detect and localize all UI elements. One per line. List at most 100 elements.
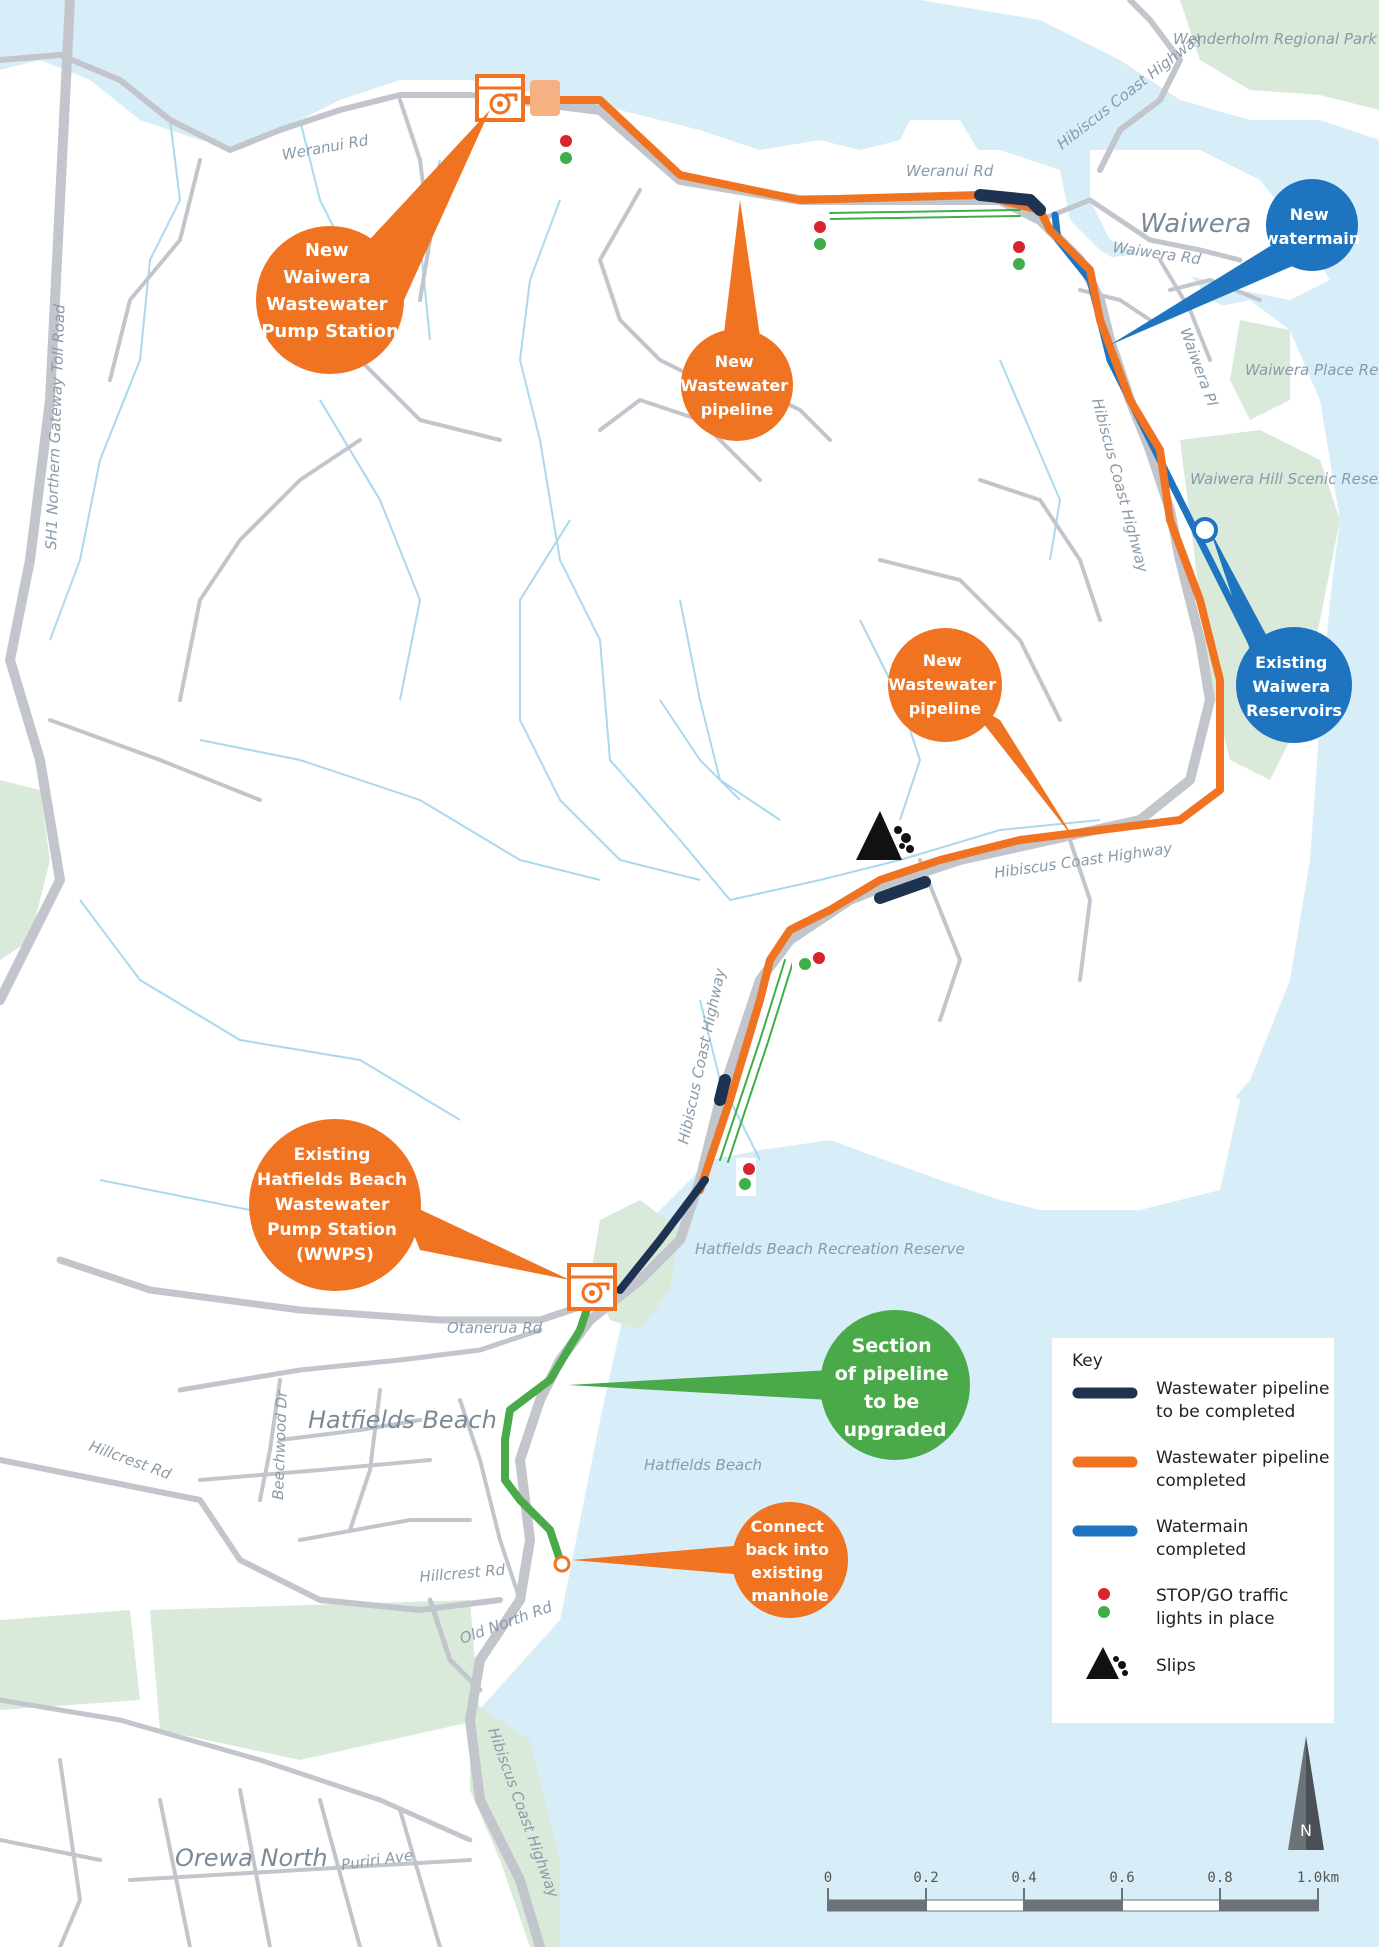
callout-pipeline1-line-2: Wastewater xyxy=(680,376,788,395)
callout-manhole-line-3: existing xyxy=(751,1563,823,1582)
callout-pipeline1-line-3: pipeline xyxy=(701,400,774,419)
label-wenderholm-text: Wenderholm Regional Park xyxy=(1173,30,1378,48)
key-traffic-line-2: lights in place xyxy=(1156,1609,1275,1629)
traffic-light-2 xyxy=(810,216,830,254)
callout-manhole-line-1: Connect xyxy=(750,1517,824,1536)
key-swatch-slips xyxy=(1086,1647,1128,1679)
traffic-light-3 xyxy=(1009,236,1029,274)
svg-text:New watermain: New watermain xyxy=(1264,205,1360,248)
scale-tick-0: 0 xyxy=(824,1870,832,1886)
callout-existing-wwps: Existing Hatfields Beach Wastewater Pump… xyxy=(249,1119,570,1291)
key-traffic-line-1: STOP/GO traffic xyxy=(1156,1586,1288,1606)
label-waiwera: Waiwera xyxy=(1140,209,1251,239)
callout-upgrade-line-1: Section xyxy=(852,1335,932,1357)
traffic-light-5 xyxy=(736,1158,756,1196)
svg-text:Wastewater pipeline to b: Wastewater pipeline to be completed xyxy=(1156,1379,1335,1422)
callout-reservoirs-line-1: Existing xyxy=(1255,653,1327,672)
label-wenderholm: Wenderholm Regional Park xyxy=(1173,30,1378,48)
svg-text:Wastewater pipeline comp: Wastewater pipeline completed xyxy=(1156,1448,1335,1491)
north-arrow-label: N xyxy=(1300,1821,1312,1840)
callout-pipeline2-line-3: pipeline xyxy=(909,699,982,718)
callout-manhole-line-4: manhole xyxy=(751,1586,829,1605)
svg-text:New Wastewater pip: New Wastewater pipeline xyxy=(888,651,1001,718)
callout-wwps-line-4: Pump Station xyxy=(267,1220,397,1240)
wastewater-pending-segment-1 xyxy=(974,189,1046,216)
pipelines xyxy=(491,96,1274,1564)
wastewater-completed-line xyxy=(491,96,1224,1194)
callout-upgrade-line-4: upgraded xyxy=(843,1419,946,1441)
callout-watermain-line-1: New xyxy=(1290,205,1329,224)
callout-wwps-line-3: Wastewater xyxy=(275,1195,390,1215)
label-hatfields-beach-shore: Hatfields Beach xyxy=(644,1456,762,1474)
callout-pump-line-2: Waiwera xyxy=(283,267,370,288)
road-label-beechwood: Beechwood Dr xyxy=(269,1390,291,1501)
scale-tick-5: 1.0km xyxy=(1297,1870,1339,1886)
svg-text:Watermain completed: Watermain completed xyxy=(1156,1517,1254,1560)
callout-upgrade-line-3: to be xyxy=(864,1391,919,1413)
callout-pipeline2-line-1: New xyxy=(923,651,962,670)
svg-text:Existing Waiwera R: Existing Waiwera Reservoirs xyxy=(1246,653,1342,720)
scale-tick-1: 0.2 xyxy=(913,1870,938,1886)
traffic-light-1 xyxy=(556,130,576,168)
scale-bar: 0 0.2 0.4 0.6 0.8 1.0km xyxy=(824,1870,1339,1912)
traffic-lights xyxy=(556,130,1029,1196)
pump-station-icon-waiwera xyxy=(475,74,560,122)
callout-wwps-line-1: Existing xyxy=(294,1145,371,1165)
key-swatch-traffic xyxy=(1098,1588,1110,1618)
key-slips-label: Slips xyxy=(1156,1656,1196,1676)
label-orewa-north: Orewa North xyxy=(175,1844,328,1872)
key-ww-completed-line-2: completed xyxy=(1156,1471,1246,1491)
key-ww-pending-line-1: Wastewater pipeline xyxy=(1156,1379,1329,1399)
callout-new-pump-station: New Waiwera Wastewater Pump Station xyxy=(256,110,490,374)
svg-text:STOP/GO traffic lights i: STOP/GO traffic lights in place xyxy=(1156,1586,1294,1629)
map-key: Key Wastewater pipeline to be completed … xyxy=(1052,1338,1335,1723)
svg-text:New Wastewater pip: New Wastewater pipeline xyxy=(680,352,793,419)
callout-new-pipeline-2: New Wastewater pipeline xyxy=(888,628,1075,840)
callout-pump-line-1: New xyxy=(305,240,349,261)
callout-pump-line-3: Wastewater xyxy=(266,294,387,315)
key-title: Key xyxy=(1072,1351,1103,1371)
svg-text:Existing Hatfields Beach: Existing Hatfields Beach Wastewater Pump… xyxy=(257,1145,413,1265)
callout-new-pipeline-1: New Wastewater pipeline xyxy=(680,200,793,441)
key-watermain-line-2: completed xyxy=(1156,1540,1246,1560)
callout-connect-manhole: Connect back into existing manhole xyxy=(572,1502,848,1618)
callout-wwps-line-2: Hatfields Beach xyxy=(257,1170,407,1190)
place-labels: Waiwera Hatfields Beach Orewa North Wend… xyxy=(175,30,1379,1872)
callout-wwps-line-5: (WWPS) xyxy=(296,1245,374,1265)
upgrade-line xyxy=(501,1296,594,1564)
svg-text:Connect back into: Connect back into existing manhole xyxy=(745,1517,834,1605)
callout-section-upgrade: Section of pipeline to be upgraded xyxy=(568,1310,970,1460)
svg-text:New Waiwera Wastew: New Waiwera Wastewater Pump Station xyxy=(261,240,399,342)
slip-marker xyxy=(856,811,914,860)
road-label-weranui-2: Weranui Rd xyxy=(906,162,994,180)
label-waiwera-place-reserve: Waiwera Place Reserve xyxy=(1245,361,1379,379)
svg-text:Section of pipeline: Section of pipeline to be upgraded xyxy=(835,1335,956,1441)
callout-existing-reservoirs: Existing Waiwera Reservoirs xyxy=(1192,517,1352,743)
key-watermain-line-1: Watermain xyxy=(1156,1517,1248,1537)
road-label-otanerua: Otanerua Rd xyxy=(447,1319,543,1337)
callout-pump-line-4: Pump Station xyxy=(261,321,399,342)
reservoir-marker xyxy=(1192,517,1218,543)
callout-upgrade-line-2: of pipeline xyxy=(835,1363,949,1385)
manhole-marker xyxy=(553,1555,571,1573)
traffic-light-4 xyxy=(792,948,832,972)
north-arrow: N xyxy=(1288,1736,1324,1850)
callout-new-watermain: New watermain xyxy=(1110,179,1360,345)
callout-reservoirs-line-2: Waiwera xyxy=(1252,677,1330,696)
scale-tick-3: 0.6 xyxy=(1109,1870,1134,1886)
callout-watermain-line-2: watermain xyxy=(1264,229,1360,248)
label-hatfields-beach: Hatfields Beach xyxy=(308,1406,497,1434)
wastewater-pending-segment-2 xyxy=(874,876,931,904)
wastewater-pending-segment-3 xyxy=(714,1074,731,1106)
callout-manhole-line-2: back into xyxy=(745,1540,828,1559)
wastewater-pending-segment-4 xyxy=(616,1176,709,1294)
scale-tick-2: 0.4 xyxy=(1011,1870,1036,1886)
key-ww-completed-line-1: Wastewater pipeline xyxy=(1156,1448,1329,1468)
callout-pipeline2-line-2: Wastewater xyxy=(888,675,996,694)
label-hatfields-rec-reserve: Hatfields Beach Recreation Reserve xyxy=(695,1240,965,1258)
callout-pipeline1-line-1: New xyxy=(715,352,754,371)
pump-station-icon-hatfields xyxy=(567,1263,617,1311)
scale-tick-4: 0.8 xyxy=(1207,1870,1232,1886)
